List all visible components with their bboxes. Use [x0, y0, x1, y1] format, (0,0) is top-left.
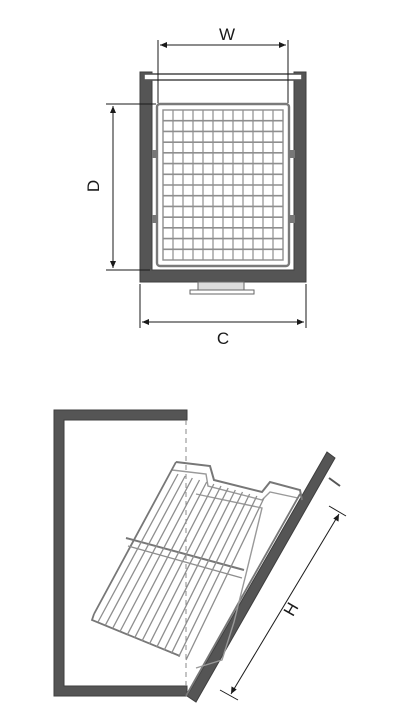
tilted-basket [90, 461, 303, 697]
side-view: H [53, 409, 347, 703]
dimension-d: D [84, 103, 156, 271]
basket-wire [97, 473, 179, 623]
dimension-c: C [139, 284, 307, 348]
depth-label: D [84, 180, 103, 192]
bottom-tab [197, 281, 245, 291]
basket-wire [112, 477, 193, 629]
basket-wire [141, 485, 222, 642]
width-label: W [219, 25, 235, 44]
cabinet-outline-side [53, 409, 188, 697]
basket-wire [170, 493, 251, 654]
top-rail [143, 73, 303, 81]
basket-wires-side [97, 473, 265, 661]
basket-frame-top [155, 102, 291, 268]
cabinet-outline-top [139, 71, 307, 283]
basket-wire [119, 479, 201, 632]
bottom-tab-plate [189, 289, 255, 295]
basket-grid [152, 110, 295, 260]
height-label: H [280, 599, 303, 619]
basket-bracket [289, 215, 295, 223]
basket-wire [178, 495, 258, 658]
tilted-door-panel [186, 451, 336, 703]
basket-wire [104, 475, 186, 626]
cabinet-width-label: C [217, 329, 229, 348]
basket-wire [134, 483, 215, 639]
basket-wire [126, 481, 208, 635]
basket-bracket [152, 215, 158, 223]
basket-wire [156, 489, 236, 648]
dimension-w: W [157, 25, 289, 103]
basket-bracket [152, 150, 158, 158]
top-view: W D C [84, 25, 307, 348]
basket-wire [163, 491, 244, 651]
basket-wire [148, 487, 229, 645]
basket-wire [185, 497, 265, 661]
basket-bracket [289, 150, 295, 158]
